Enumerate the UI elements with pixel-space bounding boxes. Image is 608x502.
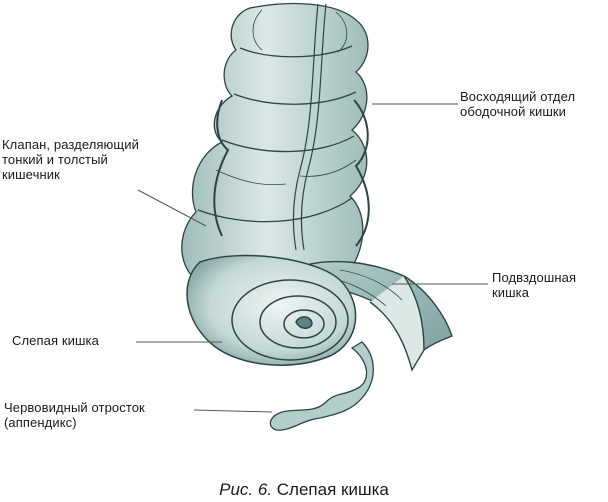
label-valve: Клапан, разделяющий тонкий и толстый киш… xyxy=(2,137,139,182)
leader-appendix xyxy=(193,409,273,413)
opened-wall-outline xyxy=(213,99,370,247)
label-appendix: Червовидный отросток (аппендикс) xyxy=(4,400,145,430)
caption-title: Слепая кишка xyxy=(276,480,389,499)
label-ascending-colon: Восходящий отдел ободочной кишки xyxy=(460,89,576,119)
ascending-colon xyxy=(181,2,369,277)
taenia-band xyxy=(292,3,319,251)
leader-valve xyxy=(137,189,207,227)
cecum xyxy=(186,254,357,366)
valve-opening xyxy=(295,316,313,329)
caption-prefix: Рис. 6. xyxy=(219,480,273,499)
label-cecum: Слепая кишка xyxy=(12,333,99,348)
appendix xyxy=(269,341,374,431)
leader-lines xyxy=(136,103,488,413)
label-ileum: Подвздошная кишка xyxy=(492,270,577,300)
figure-caption: Рис. 6. Слепая кишка xyxy=(0,480,608,500)
